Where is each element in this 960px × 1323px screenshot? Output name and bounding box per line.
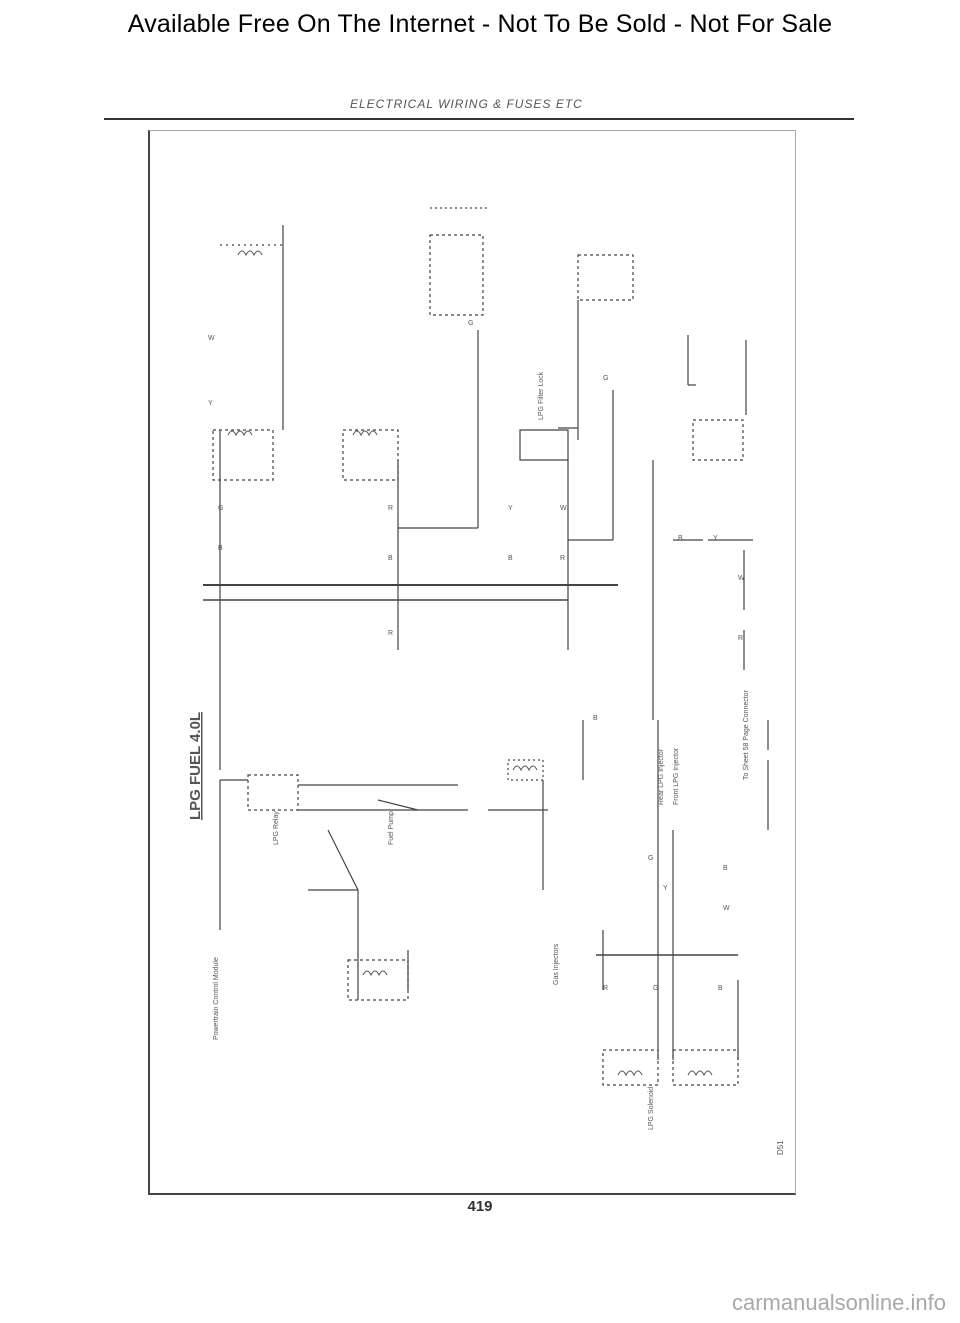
svg-text:Y: Y [713, 535, 718, 542]
page-header: ELECTRICAL WIRING & FUSES ETC [350, 97, 583, 111]
svg-text:B: B [678, 535, 683, 542]
svg-text:R: R [738, 635, 743, 642]
label-gas-injectors: Gas Injectors [553, 943, 560, 985]
svg-text:R: R [388, 630, 393, 637]
svg-text:G: G [603, 375, 608, 382]
svg-text:B: B [218, 545, 223, 552]
svg-text:R: R [388, 505, 393, 512]
page-number: 419 [467, 1198, 493, 1215]
svg-text:G: G [648, 855, 653, 862]
svg-text:B: B [388, 555, 393, 562]
label-powertrain-control-module: Powertrain Control Module [213, 957, 220, 1040]
svg-text:B: B [723, 865, 728, 872]
svg-text:R: R [560, 555, 565, 562]
svg-text:B: B [718, 985, 723, 992]
label-front-lpg-injector: Front LPG Injector [673, 747, 680, 805]
label-lpg-relay: LPG Relay [273, 811, 280, 845]
label-lpg-filter-lock: LPG Filter Lock [538, 371, 545, 420]
label-to-sheet: To Sheet 58 Page Connector [743, 689, 750, 780]
svg-text:R: R [603, 985, 608, 992]
svg-text:G: G [218, 505, 223, 512]
label-lpg-solenoid: LPG Solenoid [648, 1087, 655, 1130]
svg-text:Y: Y [208, 400, 213, 407]
svg-text:W: W [723, 905, 730, 912]
svg-text:W: W [738, 575, 745, 582]
svg-text:Y: Y [663, 885, 668, 892]
watermark: carmanualsonline.info [731, 1290, 946, 1315]
svg-text:G: G [653, 985, 658, 992]
svg-text:W: W [208, 335, 215, 342]
label-rear-lpg-injector: Rear LPG Injector [658, 748, 665, 805]
svg-text:B: B [593, 715, 598, 722]
diagram-frame [148, 130, 796, 1195]
header-rule [104, 118, 854, 120]
svg-text:Y: Y [508, 505, 513, 512]
diagram-ref: D51 [776, 1140, 785, 1155]
banner-text: Available Free On The Internet - Not To … [127, 10, 833, 38]
svg-text:G: G [468, 320, 473, 327]
svg-text:W: W [560, 505, 567, 512]
svg-text:B: B [508, 555, 513, 562]
diagram-title: LPG FUEL 4.0L [187, 712, 204, 820]
label-fuel-pump: Fuel Pump [388, 811, 395, 845]
wiring-diagram: W Y G B R B R G Y B W R G B Y W R B G Y … [187, 207, 785, 1155]
